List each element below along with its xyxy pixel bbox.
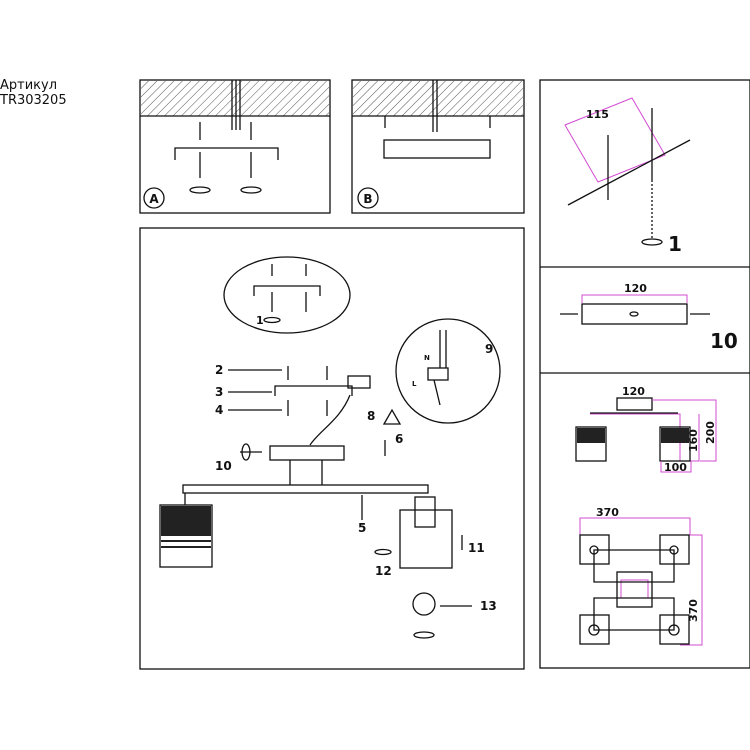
article-label: Артикул	[0, 78, 58, 93]
bulb-icon	[412, 592, 436, 616]
step-1-label: 1	[668, 232, 682, 256]
main-panel: 1 2 3 4 8 9 N L 10 6 5 11	[139, 227, 525, 670]
dim-120-side: 120	[622, 385, 645, 398]
canopy	[269, 445, 345, 461]
right-panel: 115 1 120 10 120 100 16	[539, 79, 750, 669]
callout-13: 13	[480, 599, 497, 613]
warning-icon	[382, 408, 402, 425]
callout-6: 6	[395, 432, 403, 446]
wiring-detail-bubble	[395, 318, 501, 424]
callout-5: 5	[358, 521, 366, 535]
callout-12: 12	[375, 564, 392, 578]
right-shade	[399, 509, 453, 569]
wire-l-label: L	[412, 380, 417, 388]
rotate-icon	[189, 186, 211, 194]
step-10-detail: 120 10	[560, 282, 738, 353]
side-view: 120 100 160 200	[575, 385, 717, 474]
terminal-block	[347, 375, 371, 389]
mounting-bracket	[174, 147, 279, 160]
wire-n-label: N	[424, 354, 430, 362]
badge-b-label: B	[363, 192, 372, 206]
callout-4: 4	[215, 403, 223, 417]
dowel-icon	[199, 122, 252, 140]
dim-370-width: 370	[596, 506, 619, 519]
callout-10: 10	[215, 459, 232, 473]
fixture-arm	[182, 484, 429, 494]
badge-a-label: A	[149, 192, 159, 206]
dim-370-depth: 370	[687, 599, 700, 622]
dim-200: 200	[704, 421, 717, 444]
panel-a: A	[139, 79, 331, 214]
dim-115: 115	[586, 108, 609, 121]
dim-160: 160	[687, 429, 700, 452]
detail-bubble	[223, 256, 351, 334]
badge-a	[143, 187, 165, 209]
step-10-label: 10	[710, 329, 738, 353]
callout-9: 9	[485, 342, 493, 356]
ceiling-hatch	[141, 81, 329, 116]
badge-b	[357, 187, 379, 209]
dim-120: 120	[624, 282, 647, 295]
callout-3: 3	[215, 385, 223, 399]
callout-1: 1	[256, 314, 264, 327]
rotate-icon	[241, 443, 251, 461]
screw-icon	[199, 152, 252, 178]
callout-8: 8	[367, 409, 375, 423]
dim-100: 100	[664, 461, 687, 474]
callout-11: 11	[468, 541, 485, 555]
callout-2: 2	[215, 363, 223, 377]
article-info: Артикул TR303205	[0, 78, 67, 108]
left-shade	[159, 504, 213, 568]
canopy-plate	[383, 139, 491, 159]
article-code: TR303205	[0, 93, 67, 108]
step-1-detail: 115 1	[564, 97, 691, 256]
panel-b: B	[351, 79, 525, 214]
top-view: 370 370	[579, 506, 703, 646]
